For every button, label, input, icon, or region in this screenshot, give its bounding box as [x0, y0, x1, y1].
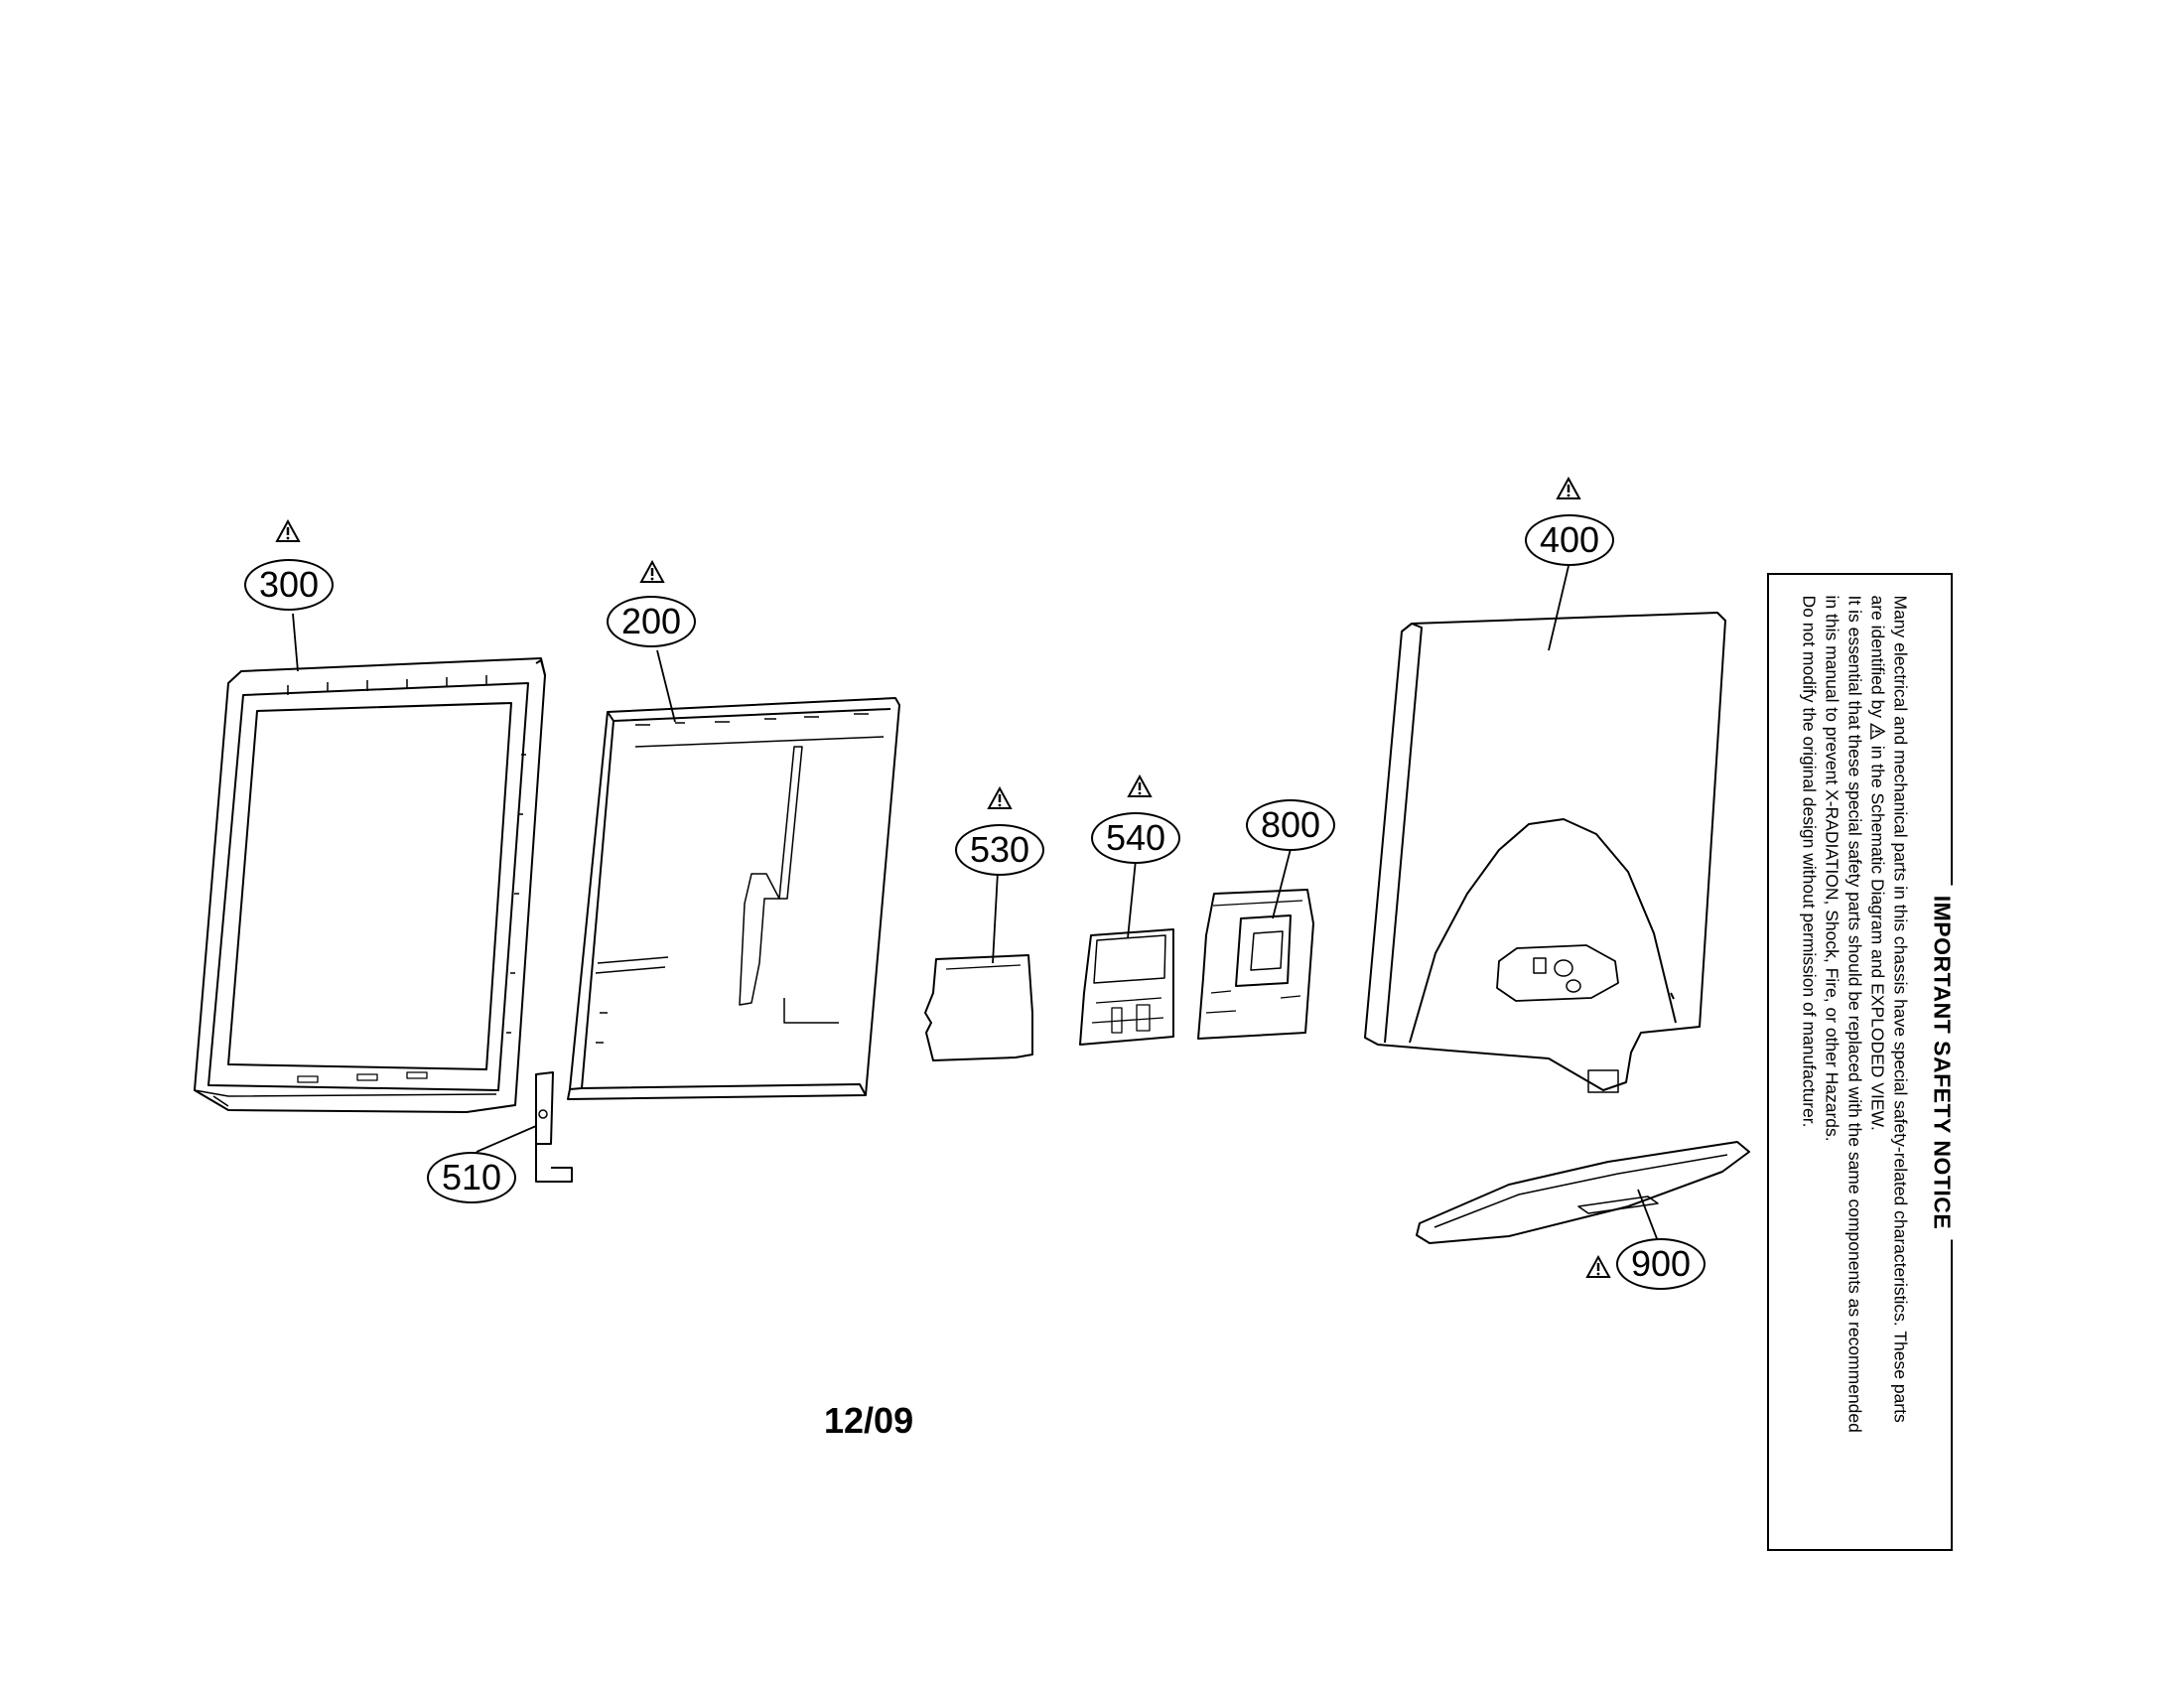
notice-line: Many electrical and mechanical parts in … [1890, 595, 1910, 1423]
front-bezel-part [194, 657, 546, 1113]
safety-notice-text: Many electrical and mechanical parts in … [1797, 595, 1911, 1529]
part-label-540: 540 [1091, 812, 1180, 864]
part-label-800: 800 [1246, 799, 1335, 851]
lcd-module-part [567, 697, 900, 1100]
leader-lines [292, 565, 1659, 1242]
safety-warning-icon [1127, 774, 1153, 797]
key-board-part [535, 1071, 573, 1183]
part-label-530: 530 [955, 824, 1044, 876]
part-label-200: 200 [607, 596, 696, 647]
power-board-part [1197, 889, 1314, 1040]
notice-line: are identified by in the Schematic Diagr… [1867, 595, 1887, 1131]
safety-notice-box: IMPORTANT SAFETY NOTICE Many electrical … [1767, 573, 1955, 1551]
notice-line: in this manual to prevent X-RADIATION, S… [1822, 595, 1842, 1142]
main-board-part [1079, 928, 1174, 1046]
stand-base-part [1416, 1141, 1750, 1244]
safety-warning-icon [987, 786, 1013, 809]
safety-warning-icon [275, 519, 301, 542]
shield-plate-part [924, 954, 1033, 1061]
back-cover-part [1364, 612, 1726, 1093]
part-label-400: 400 [1525, 514, 1614, 566]
safety-warning-icon [1556, 477, 1581, 499]
part-label-510: 510 [427, 1152, 516, 1203]
safety-notice-content: IMPORTANT SAFETY NOTICE Many electrical … [1773, 583, 1955, 1541]
safety-notice-title: IMPORTANT SAFETY NOTICE [1929, 885, 1955, 1239]
notice-line: Do not modify the original design withou… [1799, 595, 1819, 1127]
safety-warning-icon [1869, 722, 1885, 740]
notice-line: It is essential that these special safet… [1844, 595, 1864, 1433]
part-label-300: 300 [244, 559, 334, 611]
date-code: 12/09 [824, 1400, 914, 1441]
part-label-900: 900 [1616, 1238, 1706, 1290]
safety-warning-icon [1585, 1255, 1611, 1278]
safety-warning-icon [639, 560, 665, 583]
